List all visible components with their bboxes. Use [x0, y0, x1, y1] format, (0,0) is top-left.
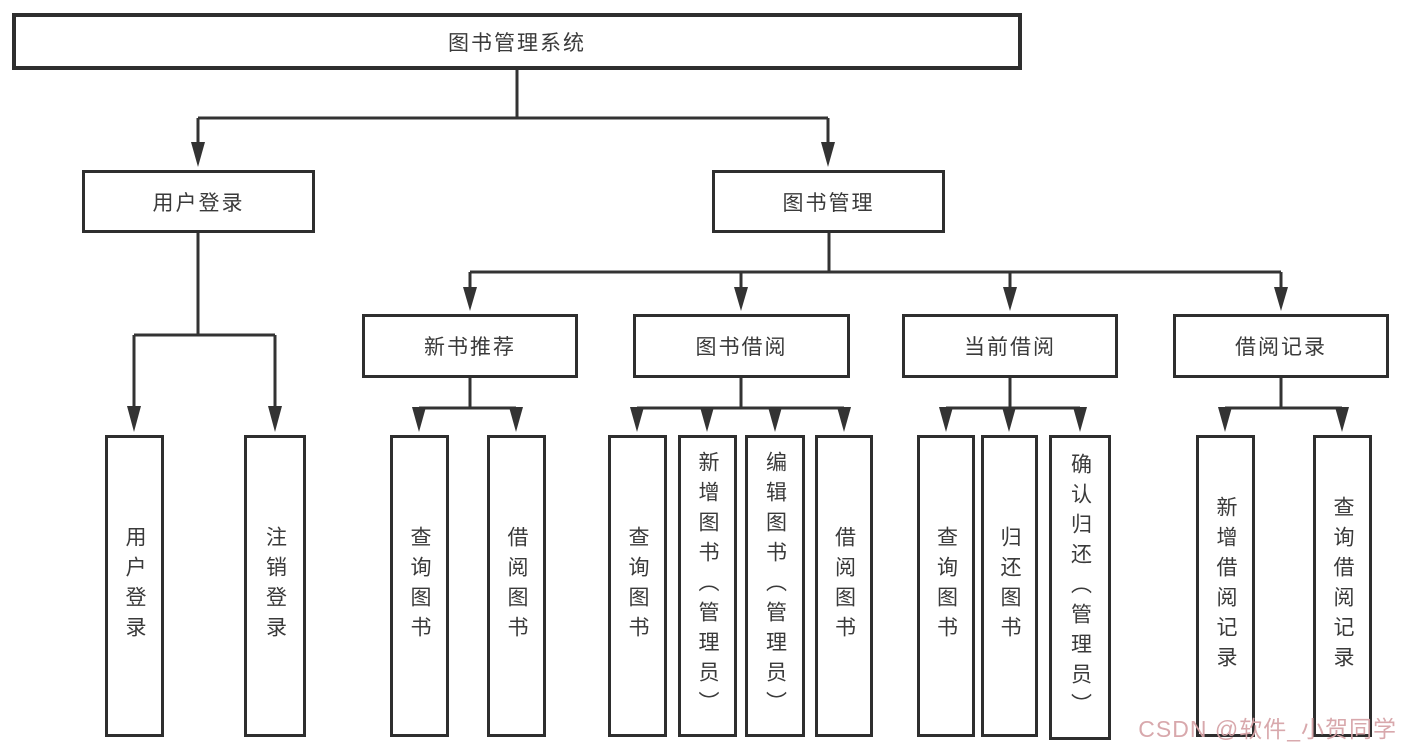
node-label: 图书管理系统	[448, 31, 586, 55]
node-query-books-recommend: 查询图书	[390, 435, 449, 737]
node-label: 借阅图书	[832, 526, 856, 646]
node-query-books-borrow: 查询图书	[608, 435, 667, 737]
node-label: 借阅图书	[505, 526, 528, 646]
node-label: 新增图书（管理员）	[696, 451, 719, 721]
node-label: 借阅记录	[1235, 336, 1327, 359]
node-label: 查询图书	[934, 526, 958, 646]
node-book-management: 图书管理	[712, 170, 945, 233]
node-logout-leaf: 注销登录	[244, 435, 306, 737]
node-label: 注销登录	[263, 526, 287, 646]
node-label: 查询图书	[408, 526, 431, 646]
node-library-system: 图书管理系统	[12, 13, 1022, 70]
node-edit-books-admin: 编辑图书（管理员）	[745, 435, 805, 737]
node-label: 用户登录	[123, 526, 146, 646]
node-user-login-leaf: 用户登录	[105, 435, 164, 737]
node-return-books: 归还图书	[981, 435, 1038, 737]
node-current-borrow: 当前借阅	[902, 314, 1118, 378]
node-borrow-books-recommend: 借阅图书	[487, 435, 546, 737]
node-label: 归还图书	[998, 526, 1021, 646]
arrowheads	[127, 142, 1349, 432]
node-label: 图书管理	[782, 191, 875, 215]
node-user-login: 用户登录	[82, 170, 315, 233]
node-label: 当前借阅	[964, 336, 1056, 359]
node-label: 查询图书	[626, 526, 649, 646]
node-borrow-records: 借阅记录	[1173, 314, 1389, 378]
node-borrow-books: 借阅图书	[815, 435, 873, 737]
node-label: 查询借阅记录	[1331, 496, 1354, 676]
node-add-books-admin: 新增图书（管理员）	[678, 435, 737, 737]
node-add-borrow-record: 新增借阅记录	[1196, 435, 1255, 737]
node-label: 新增借阅记录	[1214, 496, 1237, 676]
node-label: 图书借阅	[695, 336, 788, 359]
node-label: 确认归还（管理员）	[1068, 452, 1092, 723]
node-label: 用户登录	[152, 191, 245, 215]
node-new-book-recommend: 新书推荐	[362, 314, 578, 378]
node-query-borrow-record: 查询借阅记录	[1313, 435, 1372, 737]
node-confirm-return-admin: 确认归还（管理员）	[1049, 435, 1111, 740]
node-label: 编辑图书（管理员）	[763, 451, 787, 721]
node-query-books-current: 查询图书	[917, 435, 975, 737]
node-label: 新书推荐	[424, 336, 516, 359]
node-book-borrow: 图书借阅	[633, 314, 850, 378]
